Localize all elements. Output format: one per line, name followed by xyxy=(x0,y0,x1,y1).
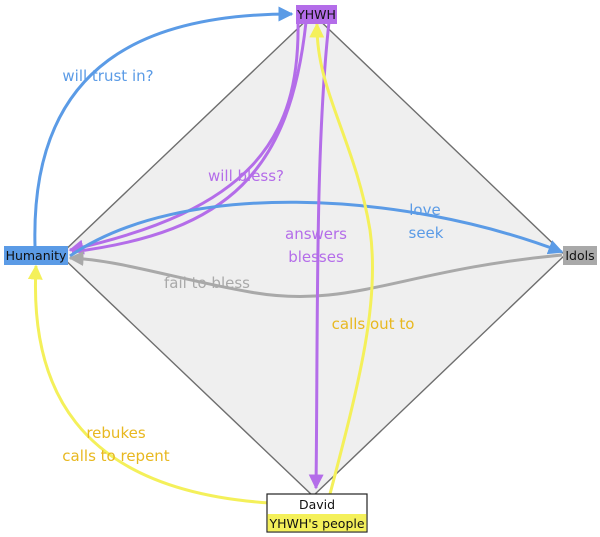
label-calls-out-to: calls out to xyxy=(332,315,415,333)
svg-text:YHWH's people: YHWH's people xyxy=(268,516,364,531)
svg-text:Humanity: Humanity xyxy=(6,248,67,263)
label-fail-to-bless: fail to bless xyxy=(164,274,250,292)
label-calls-to-repent: calls to repent xyxy=(62,447,170,465)
svg-text:David: David xyxy=(299,497,335,512)
node-humanity: Humanity xyxy=(4,246,68,265)
edge-fail-to-bless xyxy=(68,251,563,299)
label-blesses: blesses xyxy=(288,248,344,266)
edge-rebukes xyxy=(27,264,271,505)
svg-text:Idols: Idols xyxy=(565,248,594,263)
node-yhwh: YHWH xyxy=(296,5,337,24)
edge-will-bless-a xyxy=(68,21,300,255)
edge-calls-out-to xyxy=(309,22,375,495)
edge-will-bless-b xyxy=(71,21,308,254)
node-idols: Idols xyxy=(563,246,597,265)
node-david: David YHWH's people xyxy=(266,493,368,533)
label-answers: answers xyxy=(285,225,347,243)
label-rebukes: rebukes xyxy=(86,424,145,442)
edge-love-seek xyxy=(69,200,564,258)
label-will-bless: will bless? xyxy=(208,167,284,185)
svg-text:YHWH: YHWH xyxy=(296,7,336,22)
label-will-trust-in: will trust in? xyxy=(62,67,153,85)
label-love: love xyxy=(409,201,440,219)
label-seek: seek xyxy=(409,224,444,242)
edge-will-trust-in xyxy=(33,6,294,247)
